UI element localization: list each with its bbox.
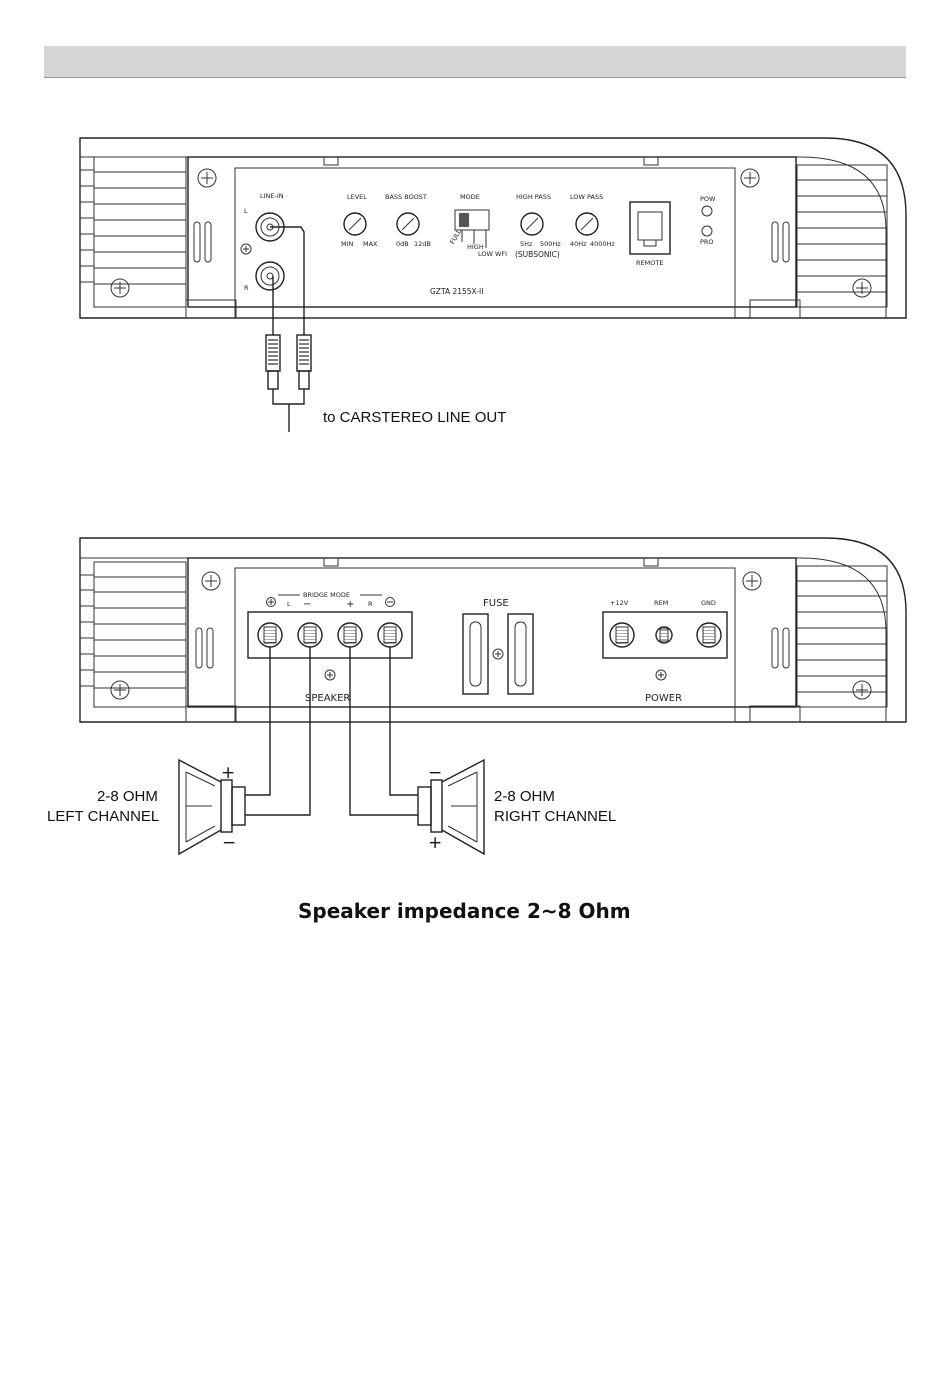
screw-icon bbox=[110, 278, 130, 298]
ground-screw-icon bbox=[240, 243, 252, 255]
rca-right-label: R bbox=[244, 284, 249, 292]
bridge-plus-icon bbox=[266, 597, 276, 607]
bass-max-label: 12dB bbox=[414, 240, 431, 248]
subsonic-label: (SUBSONIC) bbox=[515, 250, 560, 259]
level-label: LEVEL bbox=[347, 193, 367, 201]
header-bar bbox=[44, 46, 906, 78]
bridge-mode-label: BRIDGE MODE bbox=[303, 591, 350, 599]
lp-max-label: 4000Hz bbox=[590, 240, 615, 248]
screw-icon bbox=[740, 168, 760, 188]
bass-min-label: 0dB bbox=[396, 240, 409, 248]
fuse-holder-2[interactable] bbox=[507, 613, 534, 695]
mode-label: MODE bbox=[460, 193, 480, 201]
rca-left-label: L bbox=[244, 207, 248, 215]
bass-boost-label: BASS BOOST bbox=[385, 193, 427, 201]
right-minus-sign: − bbox=[428, 763, 442, 783]
high-pass-knob[interactable] bbox=[520, 212, 544, 236]
power-terminal-12v[interactable] bbox=[609, 622, 635, 648]
lp-min-label: 40Hz bbox=[570, 240, 587, 248]
power-terminal-block bbox=[602, 611, 728, 659]
remote-jack[interactable] bbox=[629, 201, 671, 255]
pow-label: POW bbox=[700, 195, 716, 203]
screw-icon bbox=[742, 571, 762, 591]
level-max-label: MAX bbox=[363, 240, 378, 248]
bridge-minus-icon bbox=[385, 597, 395, 607]
left-ohm-label: 2-8 OHM bbox=[97, 788, 158, 805]
power-rem-label: REM bbox=[654, 599, 668, 607]
power-terminal-gnd[interactable] bbox=[696, 622, 722, 648]
speaker-plus-label: + bbox=[346, 599, 354, 610]
fuse-holder-1[interactable] bbox=[462, 613, 489, 695]
power-terminal-rem[interactable] bbox=[655, 626, 673, 644]
right-speaker-icon bbox=[417, 758, 485, 856]
screw-icon bbox=[110, 680, 130, 700]
speaker-terminal-r-minus[interactable] bbox=[377, 622, 403, 648]
high-pass-label: HIGH PASS bbox=[516, 193, 551, 201]
left-channel-label: LEFT CHANNEL bbox=[47, 808, 159, 825]
speaker-terminal-r-plus[interactable] bbox=[337, 622, 363, 648]
heatsink-fins-left bbox=[80, 561, 187, 708]
amplifier-rear-panel: BRIDGE MODE L − + R SPEAKER FUSE +12V RE… bbox=[79, 537, 907, 723]
right-ohm-label: 2-8 OHM bbox=[494, 788, 555, 805]
right-plus-sign: + bbox=[428, 833, 442, 853]
level-knob[interactable] bbox=[343, 212, 367, 236]
rca-cable bbox=[265, 226, 312, 432]
mode-high-label: HIGH bbox=[467, 243, 484, 251]
screw-icon bbox=[324, 669, 336, 681]
speaker-terminal-l-plus[interactable] bbox=[257, 622, 283, 648]
heatsink-fins-right bbox=[796, 164, 888, 308]
left-minus-sign: − bbox=[222, 833, 236, 853]
protect-led bbox=[701, 225, 713, 237]
low-pass-knob[interactable] bbox=[575, 212, 599, 236]
speaker-terminal-block bbox=[247, 611, 413, 659]
mode-low-label: LOW WFI bbox=[478, 250, 507, 258]
model-label: GZTA 2155X-II bbox=[430, 287, 483, 296]
speaker-r-label: R bbox=[368, 600, 373, 608]
impedance-caption: Speaker impedance 2~8 Ohm bbox=[298, 899, 631, 923]
speaker-label: SPEAKER bbox=[305, 693, 350, 704]
speaker-terminal-l-minus[interactable] bbox=[297, 622, 323, 648]
speaker-minus-label: − bbox=[303, 599, 311, 610]
power-led bbox=[701, 205, 713, 217]
amplifier-front-panel: LINE-IN L R LEVEL MIN MAX BASS BOOST 0dB… bbox=[79, 137, 907, 319]
screw-icon bbox=[201, 571, 221, 591]
pro-label: PRO bbox=[700, 238, 714, 246]
screw-icon bbox=[655, 669, 667, 681]
heatsink-fins-right bbox=[796, 565, 888, 708]
remote-label: REMOTE bbox=[636, 259, 663, 267]
speaker-wires bbox=[245, 647, 418, 816]
speaker-l-label: L bbox=[287, 600, 291, 608]
level-min-label: MIN bbox=[341, 240, 354, 248]
left-speaker-icon bbox=[178, 758, 246, 856]
fuse-label: FUSE bbox=[483, 598, 509, 609]
line-in-label: LINE-IN bbox=[260, 192, 284, 200]
left-plus-sign: + bbox=[221, 763, 235, 783]
power-gnd-label: GND bbox=[701, 599, 716, 607]
bass-boost-knob[interactable] bbox=[396, 212, 420, 236]
screw-icon bbox=[852, 680, 872, 700]
rca-jack-right[interactable] bbox=[255, 261, 285, 291]
low-pass-label: LOW PASS bbox=[570, 193, 603, 201]
screw-icon bbox=[197, 168, 217, 188]
heatsink-fins-left bbox=[80, 156, 187, 308]
mode-switch[interactable] bbox=[454, 209, 490, 248]
hp-max-label: 500Hz bbox=[540, 240, 561, 248]
carstereo-label: to CARSTEREO LINE OUT bbox=[323, 409, 506, 426]
power-12v-label: +12V bbox=[610, 599, 629, 607]
right-channel-label: RIGHT CHANNEL bbox=[494, 808, 616, 825]
hp-min-label: 5Hz bbox=[520, 240, 533, 248]
power-label: POWER bbox=[645, 693, 682, 704]
screw-icon bbox=[492, 648, 504, 660]
screw-icon bbox=[852, 278, 872, 298]
